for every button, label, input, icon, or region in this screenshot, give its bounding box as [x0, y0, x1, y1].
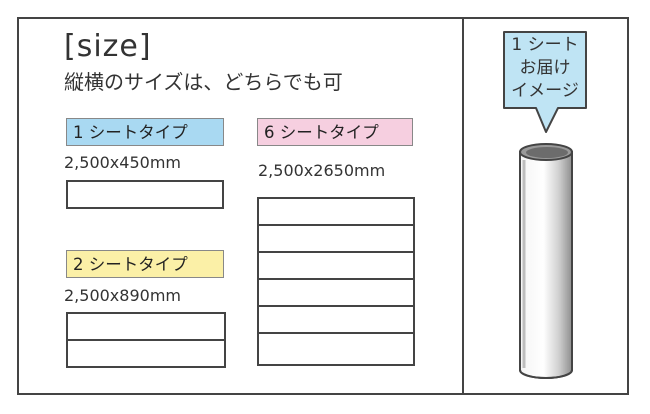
sheet-6-type-rect-4 — [257, 278, 415, 307]
outer-frame — [17, 17, 629, 395]
size-note: 縦横のサイズは、どちらでも可 — [64, 70, 343, 94]
dims-6-sheet: 2,500x2650mm — [258, 161, 386, 180]
dims-2-sheet: 2,500x890mm — [64, 286, 181, 305]
callout-line-1: 1 シート — [511, 35, 579, 55]
badge-2-sheet-type: 2 シートタイプ — [66, 250, 224, 278]
sheet-1-type-rect-1 — [66, 180, 224, 209]
callout-line-3: イメージ — [511, 81, 579, 101]
rolled-sheet-tube-icon — [519, 143, 573, 379]
badge-6-sheet-type: 6 シートタイプ — [257, 118, 413, 146]
callout-line-2: お届け — [519, 58, 571, 78]
sheet-6-type-rect-2 — [257, 224, 415, 253]
badge-1-sheet-type: 1 シートタイプ — [66, 118, 224, 146]
sheet-6-type-rect-5 — [257, 305, 415, 334]
sheet-6-type-rect-1 — [257, 197, 415, 226]
sheet-6-type-rect-3 — [257, 251, 415, 280]
panel-divider — [462, 17, 464, 395]
callout-bubble — [503, 31, 587, 133]
size-title: [size] — [64, 29, 152, 64]
sheet-2-type-rect-1 — [66, 312, 226, 341]
sheet-6-type-rect-6 — [257, 332, 415, 366]
sheet-2-type-rect-2 — [66, 339, 226, 368]
dims-1-sheet: 2,500x450mm — [64, 153, 181, 172]
